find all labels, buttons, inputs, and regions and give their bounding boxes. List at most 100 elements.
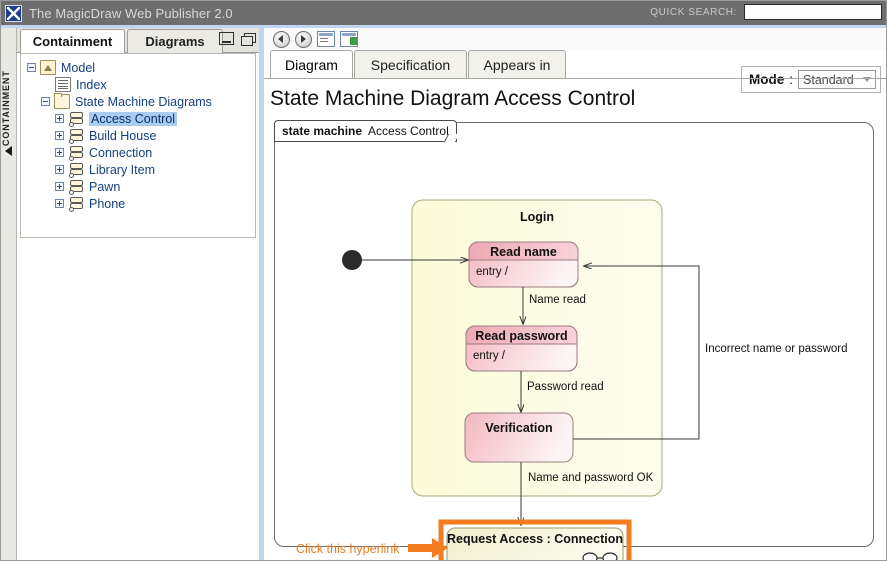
state-read-password-label: Read password [475,329,567,343]
tree-toggle-build-house[interactable] [55,131,64,140]
state-machine-icon [68,112,84,127]
tree-item-state-machine-diagrams-label: State Machine Diagrams [75,94,212,109]
tree-item-state-machine-diagrams[interactable]: State Machine Diagrams [21,93,255,110]
tree-item-model[interactable]: Model [21,59,255,76]
tree-item-library-item-label: Library Item [89,162,155,177]
mode-dropdown[interactable]: Standard [798,70,877,89]
diagram-frame-tag: state machine Access Control [274,120,457,142]
export-icon[interactable] [340,31,358,47]
tree-item-pawn-label: Pawn [89,179,121,194]
state-verification[interactable]: Verification [464,412,574,463]
quick-search-label: QUICK SEARCH: [650,6,737,18]
tree-item-connection-label: Connection [89,145,153,160]
tab-diagram-label: Diagram [285,56,338,73]
quick-search-input[interactable] [744,4,882,20]
back-arrow-icon[interactable] [273,30,290,48]
state-read-name[interactable]: Read name entry / [468,241,579,288]
tab-appears-in[interactable]: Appears in [468,50,566,79]
tab-appears-in-label: Appears in [483,56,551,73]
tree-item-pawn[interactable]: Pawn [21,178,255,195]
tree-toggle-connection[interactable] [55,148,64,157]
state-machine-icon [68,163,84,178]
state-machine-icon [68,129,84,144]
tree-item-phone[interactable]: Phone [21,195,255,212]
arrow-right-icon [408,538,448,558]
tab-diagrams-label: Diagrams [145,34,205,49]
main-tab-strip: Diagram Specification Appears in Mode : … [264,50,886,93]
report-icon[interactable] [317,31,335,47]
containment-rail-label: CONTAINMENT [1,70,11,146]
mode-value: Standard [803,72,854,87]
tree-item-build-house-label: Build House [89,128,157,143]
tree-item-build-house[interactable]: Build House [21,127,255,144]
index-icon [55,77,71,92]
tree-item-connection[interactable]: Connection [21,144,255,161]
quick-search: QUICK SEARCH: [650,4,882,20]
tree-item-library-item[interactable]: Library Item [21,161,255,178]
frame-name: Access Control [368,124,449,138]
hyperlink-annotation-label: Click this hyperlink [296,542,400,556]
state-machine-drawing: Login Read name entry / Name read [296,199,848,561]
state-machine-icon [68,146,84,161]
tree-toggle-library-item[interactable] [55,165,64,174]
tree-toggle-model[interactable] [27,63,36,72]
minimize-icon[interactable] [219,32,234,45]
state-machine-icon [68,197,84,212]
transition-incorrect-name-or-password [573,266,700,440]
initial-state-icon[interactable] [342,250,362,270]
state-machine-icon [68,180,84,195]
tree-item-model-label: Model [61,60,96,75]
tab-containment[interactable]: Containment [20,29,125,54]
page-title: State Machine Diagram Access Control [270,87,636,110]
state-verification-label: Verification [485,421,552,435]
magicdraw-logo-icon [5,4,22,22]
sidebar-empty-area [20,239,256,559]
restore-icon[interactable] [241,32,256,46]
state-read-password-entry: entry / [473,350,506,362]
composite-state-login-label: Login [520,210,554,224]
tree-toggle-phone[interactable] [55,199,64,208]
tree-item-index[interactable]: Index [21,76,255,93]
mode-label: Mode [749,72,785,87]
main-panel: Diagram Specification Appears in Mode : … [264,28,886,561]
tree-toggle-access-control[interactable] [55,114,64,123]
sidebar-panel: Containment Diagrams Model Index [17,28,259,560]
tab-specification-label: Specification [370,56,451,73]
sidebar-tab-strip: Containment Diagrams [17,28,259,54]
diagram-canvas: state machine Access Control [264,116,886,561]
window-title: The MagicDraw Web Publisher 2.0 [29,5,233,21]
folder-icon [54,93,70,109]
triangle-left-icon[interactable] [5,146,12,156]
title-bar: The MagicDraw Web Publisher 2.0 QUICK SE… [1,1,886,25]
panel-divider[interactable] [259,28,264,560]
submachine-icon [582,552,618,560]
tree-item-access-control-label: Access Control [89,111,178,126]
frame-keyword: state machine [282,124,363,138]
tab-specification[interactable]: Specification [354,50,467,79]
mode-selector: Mode : Standard [741,66,881,93]
tree-item-index-label: Index [76,77,107,92]
containment-rail[interactable]: CONTAINMENT [1,28,17,560]
navigation-toolbar [264,28,886,50]
chevron-down-icon [863,77,872,82]
submachine-state-request-access[interactable]: Request Access : Connection [446,527,624,561]
tree-item-access-control[interactable]: Access Control [21,110,255,127]
state-read-name-label: Read name [490,245,557,259]
submachine-state-label: Request Access : Connection [447,532,623,546]
transition-password-read-label: Password read [527,381,604,393]
transition-name-and-password-ok-label: Name and password OK [528,472,654,484]
transition-incorrect-name-or-password-label: Incorrect name or password [705,343,848,355]
state-read-name-entry: entry / [476,266,509,278]
tab-diagrams[interactable]: Diagrams [127,29,223,53]
tab-diagram[interactable]: Diagram [270,50,353,79]
panel-window-controls [219,32,256,46]
model-icon [40,60,56,75]
tree-toggle-state-machine-diagrams[interactable] [41,97,50,106]
mode-colon: : [789,72,794,87]
state-read-password[interactable]: Read password entry / [465,325,578,372]
tree-toggle-pawn[interactable] [55,182,64,191]
transition-name-read-label: Name read [529,294,586,306]
forward-arrow-icon[interactable] [295,30,312,48]
header-accent-strip [1,25,886,28]
